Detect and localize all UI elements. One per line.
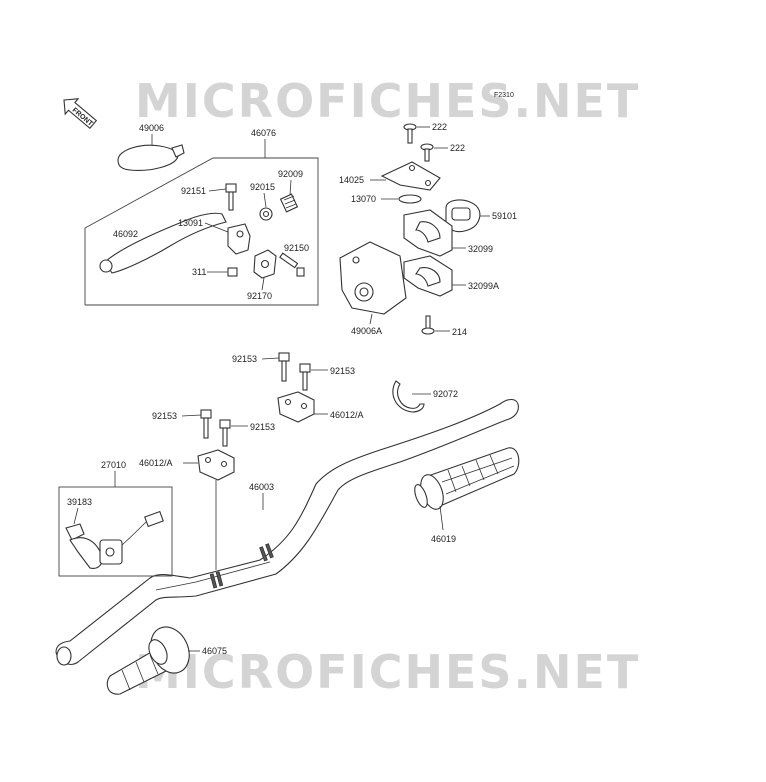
label-311: 311 — [192, 267, 206, 277]
label-46019: 46019 — [431, 534, 456, 544]
housing-cover-49006A — [339, 241, 407, 315]
label-92150: 92150 — [284, 243, 309, 253]
label-46092: 46092 — [113, 229, 138, 239]
plate-13070 — [398, 194, 422, 204]
clamp-92170 — [253, 249, 277, 279]
label-222-upper: 222 — [432, 122, 447, 132]
cover-plate-14025 — [380, 161, 441, 191]
label-92151: 92151 — [181, 186, 206, 196]
bolt-92153-b — [299, 363, 311, 391]
label-214: 214 — [452, 327, 467, 337]
label-27010: 27010 — [101, 460, 126, 470]
left-grip-46075 — [106, 626, 190, 695]
adjuster-92009 — [279, 193, 299, 213]
label-49006: 49006 — [139, 123, 164, 133]
bolt-92151 — [225, 183, 237, 211]
label-46003: 46003 — [249, 482, 274, 492]
lever-cover — [117, 144, 185, 171]
label-13091: 13091 — [178, 218, 203, 228]
screw-222-upper — [403, 123, 417, 144]
bolt-92153-d — [219, 419, 231, 447]
throttle-pulley-59101 — [445, 199, 481, 233]
label-92153-c: 92153 — [152, 411, 177, 421]
screw-214 — [421, 315, 435, 335]
switch-group-box — [58, 486, 173, 577]
label-92153-d: 92153 — [250, 422, 275, 432]
nut-311 — [227, 267, 238, 277]
label-92170: 92170 — [247, 291, 272, 301]
throttle-housing-upper-32099 — [403, 209, 453, 257]
label-14025: 14025 — [339, 175, 364, 185]
label-222-lower: 222 — [450, 143, 465, 153]
label-46075: 46075 — [202, 646, 227, 656]
clip-92072 — [392, 380, 425, 413]
label-32099A: 32099A — [468, 281, 499, 291]
handlebar-46003 — [55, 398, 519, 666]
upper-clamp-46012A — [277, 391, 315, 423]
label-92153-a: 92153 — [232, 354, 257, 364]
watermark-top: MICROFICHES.NET — [135, 74, 640, 128]
throttle-grip-46019 — [414, 447, 520, 510]
label-32099: 32099 — [468, 244, 493, 254]
lower-clamp-46012A — [197, 449, 235, 481]
bolt-92153-c — [200, 409, 212, 439]
label-46012A-lower: 46012/A — [139, 458, 173, 468]
clutch-lever — [99, 212, 227, 274]
screw-222-lower — [420, 143, 434, 162]
label-92009: 92009 — [278, 169, 303, 179]
kill-switch-39183 — [65, 510, 164, 569]
label-46076: 46076 — [251, 128, 276, 138]
label-13070: 13070 — [351, 194, 376, 204]
label-92153-b: 92153 — [330, 366, 355, 376]
label-59101: 59101 — [492, 211, 517, 221]
label-46012A-upper: 46012/A — [330, 410, 364, 420]
diagram-code: F2310 — [494, 92, 514, 99]
label-92072: 92072 — [433, 389, 458, 399]
label-49006A: 49006A — [351, 326, 382, 336]
bolt-92150 — [279, 252, 305, 277]
label-39183: 39183 — [67, 497, 92, 507]
lever-group-box — [84, 157, 319, 306]
nut-92015 — [259, 207, 273, 221]
bolt-92153-a — [278, 352, 290, 382]
front-arrow-icon: FRONT — [63, 98, 98, 130]
throttle-housing-lower-32099A — [403, 255, 453, 297]
watermark-bottom: MICROFICHES.NET — [135, 645, 640, 699]
lever-holder-13091 — [227, 223, 251, 255]
label-92015: 92015 — [250, 182, 275, 192]
